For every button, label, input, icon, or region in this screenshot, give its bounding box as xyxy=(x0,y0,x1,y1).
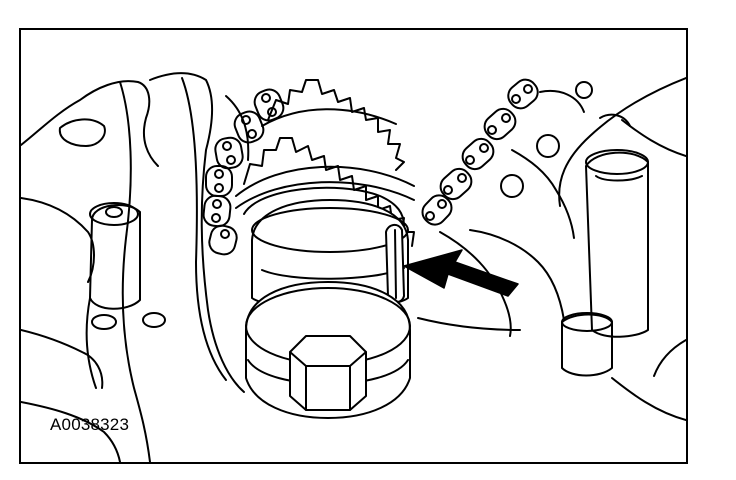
oil-filter-adapter xyxy=(585,149,649,338)
crankshaft-nose xyxy=(251,199,409,310)
timing-chain-right-strand xyxy=(421,78,539,226)
sprocket-hub xyxy=(243,186,405,227)
crankshaft-key xyxy=(385,224,405,303)
callout-arrow xyxy=(403,249,519,297)
front-cover-housing xyxy=(417,77,686,421)
oil-pressure-sender xyxy=(561,312,613,377)
block-bolt-hole xyxy=(91,312,166,330)
crankshaft-sprocket-rear-gear xyxy=(261,79,405,171)
figure-code: A0038323 xyxy=(50,415,130,434)
engine-block-outline xyxy=(21,72,250,462)
oil-pump-boss xyxy=(85,202,141,389)
bolt-hex-head xyxy=(289,335,367,411)
